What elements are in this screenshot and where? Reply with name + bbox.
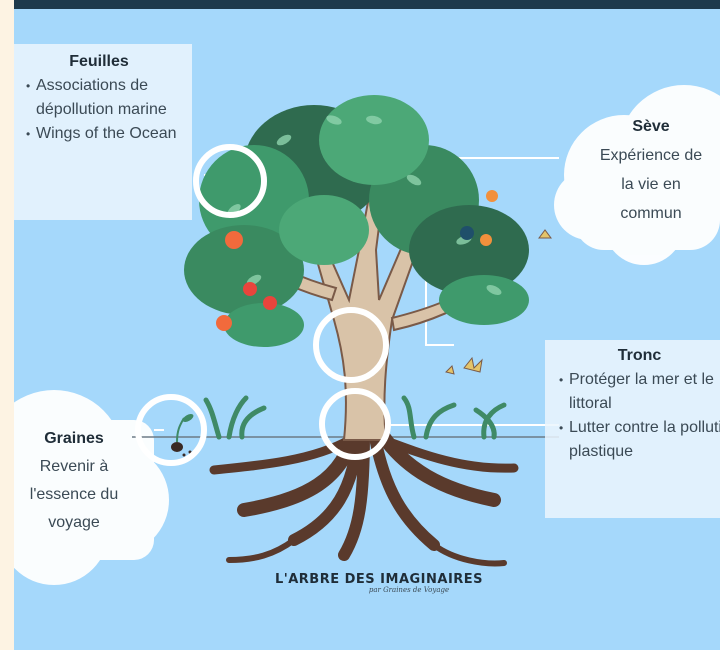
ring-seve	[313, 307, 389, 383]
tronc-panel: Tronc Protéger la mer et le littoral Lut…	[545, 340, 720, 518]
graines-line: l'essence du	[29, 486, 119, 503]
feuilles-panel: Feuilles Associations de dépollution mar…	[14, 44, 192, 220]
seve-line: commun	[620, 205, 682, 222]
logo: L'ARBRE DES IMAGINAIRES par Graines de V…	[254, 572, 504, 594]
list-item: Wings of the Ocean	[26, 122, 192, 146]
graines-line: Revenir à	[39, 458, 109, 475]
tronc-title: Tronc	[617, 347, 662, 364]
fruits	[216, 190, 498, 331]
list-item: Lutter contre la pollution plastique	[559, 416, 720, 464]
ring-graines	[135, 394, 207, 466]
butterflies	[445, 229, 552, 375]
foliage	[184, 95, 529, 347]
seve-cloud	[554, 85, 720, 265]
seve-title: Sève	[632, 118, 670, 135]
list-item: Protéger la mer et le littoral	[559, 368, 720, 416]
roots	[209, 423, 519, 567]
feuilles-list: Associations de dépollution marine Wings…	[26, 74, 192, 146]
grass	[203, 395, 507, 440]
tronc-list: Protéger la mer et le littoral Lutter co…	[559, 368, 720, 464]
seve-line: la vie en	[621, 176, 681, 193]
tree-illustration	[14, 85, 720, 585]
ring-tronc	[319, 388, 391, 460]
header-bar	[14, 0, 720, 9]
graines-line: voyage	[48, 514, 100, 531]
logo-subtitle: par Graines de Voyage	[368, 586, 450, 594]
seve-line: Expérience de	[599, 147, 703, 164]
ring-feuilles	[193, 144, 267, 218]
graines-text: Graines Revenir à l'essence du voyage	[14, 425, 148, 537]
infographic-canvas: Feuilles Associations de dépollution mar…	[14, 0, 720, 650]
seve-text: Sève Expérience de la vie en commun	[576, 112, 720, 228]
graines-cloud	[14, 390, 169, 585]
feuilles-title: Feuilles	[69, 53, 129, 70]
logo-title: L'ARBRE DES IMAGINAIRES	[274, 572, 484, 587]
highlight-rings	[135, 144, 391, 466]
list-item: Associations de dépollution marine	[26, 74, 192, 122]
graines-title: Graines	[44, 430, 104, 447]
